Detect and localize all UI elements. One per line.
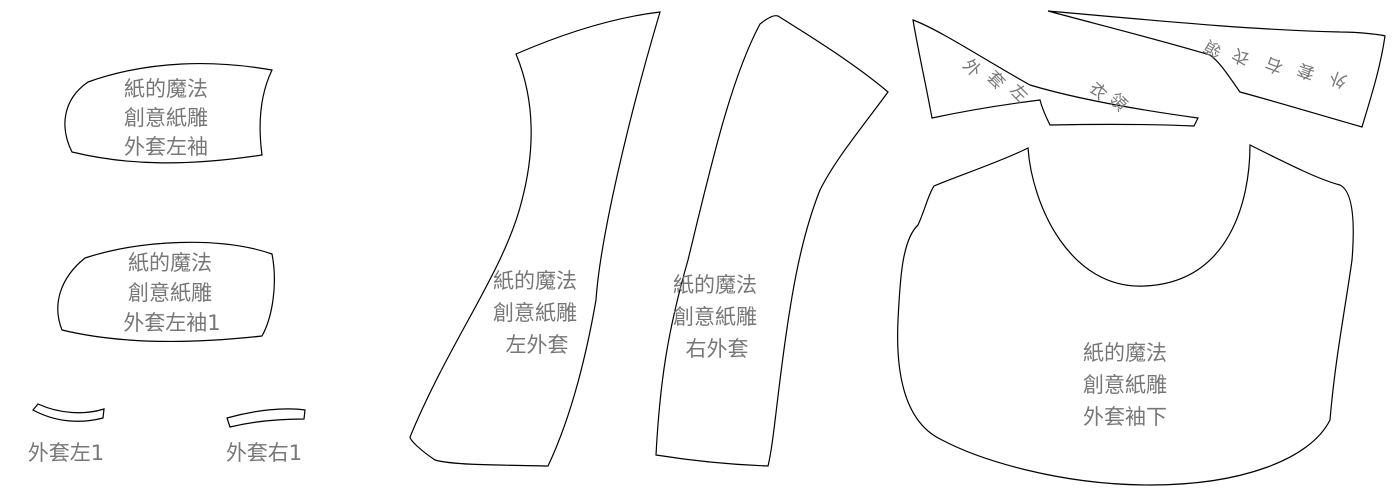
sleeve-bottom-line-2: 創意紙雕	[1083, 373, 1167, 397]
sleeve-left-1-piece: 紙的魔法 創意紙雕 外套左袖1	[57, 241, 275, 342]
strip-right-label: 外套右1	[226, 441, 302, 465]
jacket-right-line-2: 創意紙雕	[673, 305, 757, 329]
sleeve-left-line-2: 創意紙雕	[124, 106, 208, 130]
strip-left-label: 外套左1	[28, 441, 104, 465]
sleeve-left-piece: 紙的魔法 創意紙雕 外套左袖	[64, 62, 273, 164]
sleeve-bottom-line-1: 紙的魔法	[1083, 341, 1167, 365]
sleeve-bottom-piece: 紙的魔法 創意紙雕 外套袖下	[897, 144, 1354, 486]
jacket-right-line-3: 右外套	[686, 337, 749, 361]
collar-right-char-3: 右	[1263, 52, 1286, 77]
collar-right-char-1: 外	[1327, 66, 1350, 91]
sleeve-bottom-line-3: 外套袖下	[1083, 405, 1167, 429]
sleeve-left-line-1: 紙的魔法	[124, 77, 208, 101]
jacket-left-piece: 紙的魔法 創意紙雕 左外套	[409, 11, 661, 467]
sleeve-left-1-line-2: 創意紙雕	[128, 281, 212, 305]
collar-right-char-2: 套	[1295, 58, 1318, 83]
jacket-left-line-3: 左外套	[506, 333, 569, 357]
jacket-right-piece: 紙的魔法 創意紙雕 右外套	[655, 15, 889, 467]
sleeve-left-1-line-1: 紙的魔法	[128, 251, 212, 275]
jacket-left-line-2: 創意紙雕	[493, 301, 577, 325]
sleeve-left-1-line-3: 外套左袖1	[123, 311, 220, 335]
strip-right-piece: 外套右1	[226, 408, 306, 465]
sleeve-left-line-3: 外套左袖	[124, 135, 208, 159]
collar-right-piece: 領 衣 右 套 外	[1047, 10, 1386, 128]
strip-left-piece: 外套左1	[28, 403, 105, 465]
jacket-left-line-1: 紙的魔法	[493, 269, 577, 293]
jacket-right-line-1: 紙的魔法	[673, 273, 757, 297]
